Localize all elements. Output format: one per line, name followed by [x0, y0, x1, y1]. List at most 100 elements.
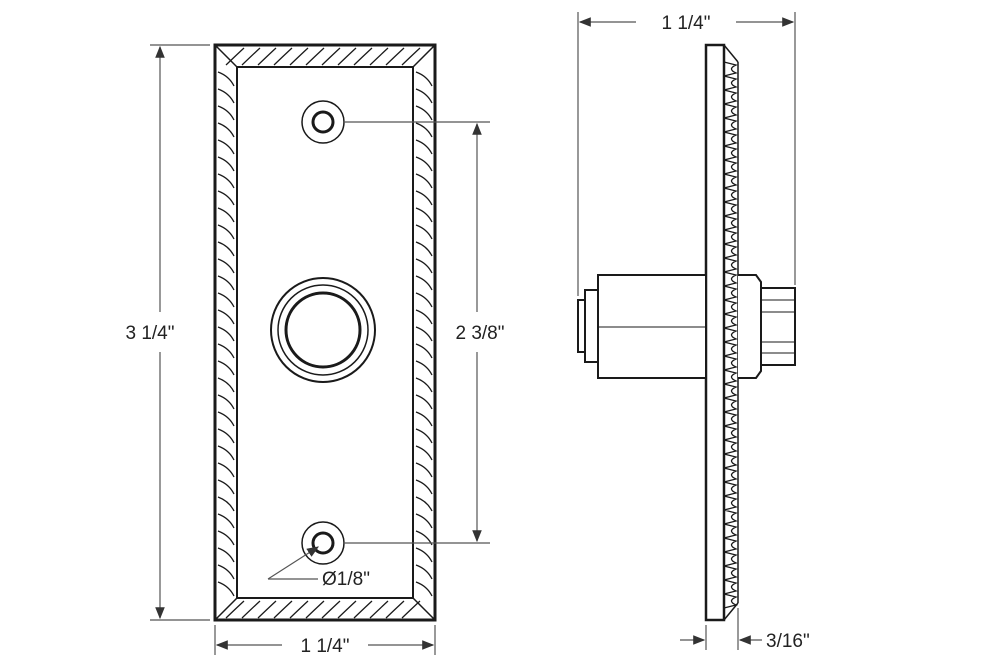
- rope-strand: [217, 224, 235, 240]
- rope-strand: [415, 207, 433, 223]
- height-dimension: [150, 44, 210, 621]
- rope-strand: [217, 445, 235, 461]
- rope-strand: [415, 428, 433, 444]
- rope-strand: [225, 47, 245, 66]
- rope-strand: [415, 224, 433, 240]
- width-dimension: [214, 625, 436, 655]
- rope-strand: [217, 496, 235, 512]
- rope-strand: [217, 343, 235, 359]
- rope-strand: [217, 207, 235, 223]
- rope-strand: [415, 343, 433, 359]
- rope-strand: [415, 173, 433, 189]
- rope-strand: [217, 513, 235, 529]
- rope-strand: [289, 47, 309, 66]
- bottom-screw-hole: [301, 521, 345, 565]
- rope-strand: [353, 47, 373, 66]
- rope-strand: [415, 394, 433, 410]
- rope-strand: [415, 479, 433, 495]
- depth-dimension: [577, 12, 796, 296]
- rope-strand: [415, 326, 433, 342]
- hole-spacing-dimension: [345, 121, 490, 544]
- top-screw-hole: [301, 100, 345, 144]
- rope-strand: [241, 47, 261, 66]
- rope-strand: [241, 600, 261, 619]
- height-label: 3 1/4": [125, 323, 174, 344]
- rope-strand: [369, 600, 389, 619]
- rope-strand: [385, 47, 405, 66]
- serrated-edge: [723, 61, 738, 609]
- rope-strand: [217, 326, 235, 342]
- rope-strand: [217, 292, 235, 308]
- rope-strand: [217, 462, 235, 478]
- rope-strand: [217, 258, 235, 274]
- rope-strand: [385, 600, 405, 619]
- rope-strand: [217, 564, 235, 580]
- rope-strand: [415, 139, 433, 155]
- rope-strand: [415, 241, 433, 257]
- rope-strand: [415, 122, 433, 138]
- rope-strand: [217, 122, 235, 138]
- rope-strand: [217, 479, 235, 495]
- rope-strand: [415, 88, 433, 104]
- rope-strand: [217, 309, 235, 325]
- rope-strand: [415, 377, 433, 393]
- rope-strand: [415, 258, 433, 274]
- rope-strand: [415, 292, 433, 308]
- rope-strand: [337, 600, 357, 619]
- rope-strand: [415, 445, 433, 461]
- rope-strand: [289, 600, 309, 619]
- rope-strand: [217, 71, 235, 87]
- rope-strand: [415, 513, 433, 529]
- rope-strand: [415, 564, 433, 580]
- rope-strand: [217, 581, 235, 597]
- rope-strand: [369, 47, 389, 66]
- hole-diameter-label: Ø1/8": [322, 569, 370, 590]
- button-housing-rear: [577, 274, 707, 379]
- rope-strand: [337, 47, 357, 66]
- rope-strand: [415, 411, 433, 427]
- rope-strand: [353, 600, 373, 619]
- rope-strand: [401, 47, 421, 66]
- rope-strand: [217, 547, 235, 563]
- rope-strand: [217, 241, 235, 257]
- button-front: [738, 274, 796, 379]
- rope-strand: [273, 600, 293, 619]
- rope-strand: [415, 190, 433, 206]
- rope-strand: [305, 600, 325, 619]
- rope-strand: [415, 462, 433, 478]
- rope-strand: [415, 547, 433, 563]
- depth-label: 1 1/4": [661, 13, 710, 34]
- rope-strand: [217, 360, 235, 376]
- rope-strand: [321, 47, 341, 66]
- bell-button[interactable]: [270, 277, 376, 383]
- plate-thickness-dimension: [680, 608, 762, 650]
- hole-spacing-label: 2 3/8": [455, 323, 504, 344]
- rope-strand: [273, 47, 293, 66]
- rope-strand: [217, 190, 235, 206]
- rope-strand: [305, 47, 325, 66]
- rope-strand: [415, 71, 433, 87]
- rope-strand: [217, 88, 235, 104]
- rope-strand: [217, 377, 235, 393]
- rope-strand: [217, 156, 235, 172]
- rope-strand: [401, 600, 421, 619]
- hole-diameter-leader: [267, 546, 320, 580]
- side-plate: [704, 43, 739, 622]
- rope-strand: [415, 496, 433, 512]
- rope-strand: [257, 47, 277, 66]
- rope-strand: [321, 600, 341, 619]
- rope-strand: [257, 600, 277, 619]
- rope-strand: [217, 139, 235, 155]
- width-label: 1 1/4": [300, 636, 349, 657]
- rope-strand: [217, 394, 235, 410]
- plate-thickness-label: 3/16": [766, 631, 810, 652]
- rope-strand: [415, 105, 433, 121]
- rope-strand: [415, 309, 433, 325]
- rope-strand: [415, 581, 433, 597]
- rope-strand: [217, 530, 235, 546]
- rope-strand: [217, 428, 235, 444]
- rope-strand: [415, 360, 433, 376]
- rope-strand: [415, 275, 433, 291]
- front-plate: [213, 43, 437, 622]
